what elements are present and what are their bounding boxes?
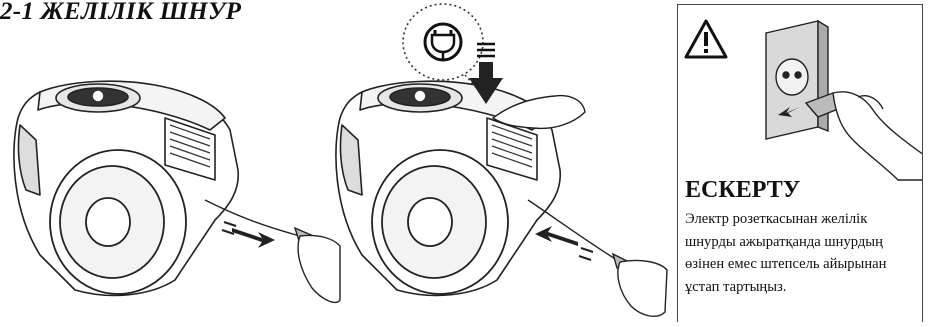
- warning-text-line: шнурды ажыратқанда шнурдың: [685, 231, 921, 254]
- warning-title: ЕСКЕРТУ: [685, 177, 800, 204]
- unplug-illustration: [678, 5, 923, 180]
- warning-triangle-icon: [686, 21, 726, 57]
- warning-text: Электр розеткасынан желілік шнурды ажыра…: [685, 208, 921, 298]
- wall-socket: [766, 21, 828, 139]
- retract-arrow-icon: [535, 226, 593, 260]
- vacuum-cord-pull-illustration: [0, 0, 340, 322]
- warning-text-line: ұстап тартыңыз.: [685, 276, 921, 299]
- warning-box: ЕСКЕРТУ Электр розеткасынан желілік шнур…: [677, 4, 923, 322]
- plug-button-icon: [425, 24, 461, 60]
- warning-text-line: Электр розеткасынан желілік: [685, 208, 921, 231]
- vacuum-cleaner-drawing: [0, 0, 340, 322]
- vacuum-cleaner-drawing-retract: [315, 0, 675, 322]
- warning-text-line: өзінен емес штепсель айырынан: [685, 253, 921, 276]
- vacuum-cord-retract-illustration: [315, 0, 675, 322]
